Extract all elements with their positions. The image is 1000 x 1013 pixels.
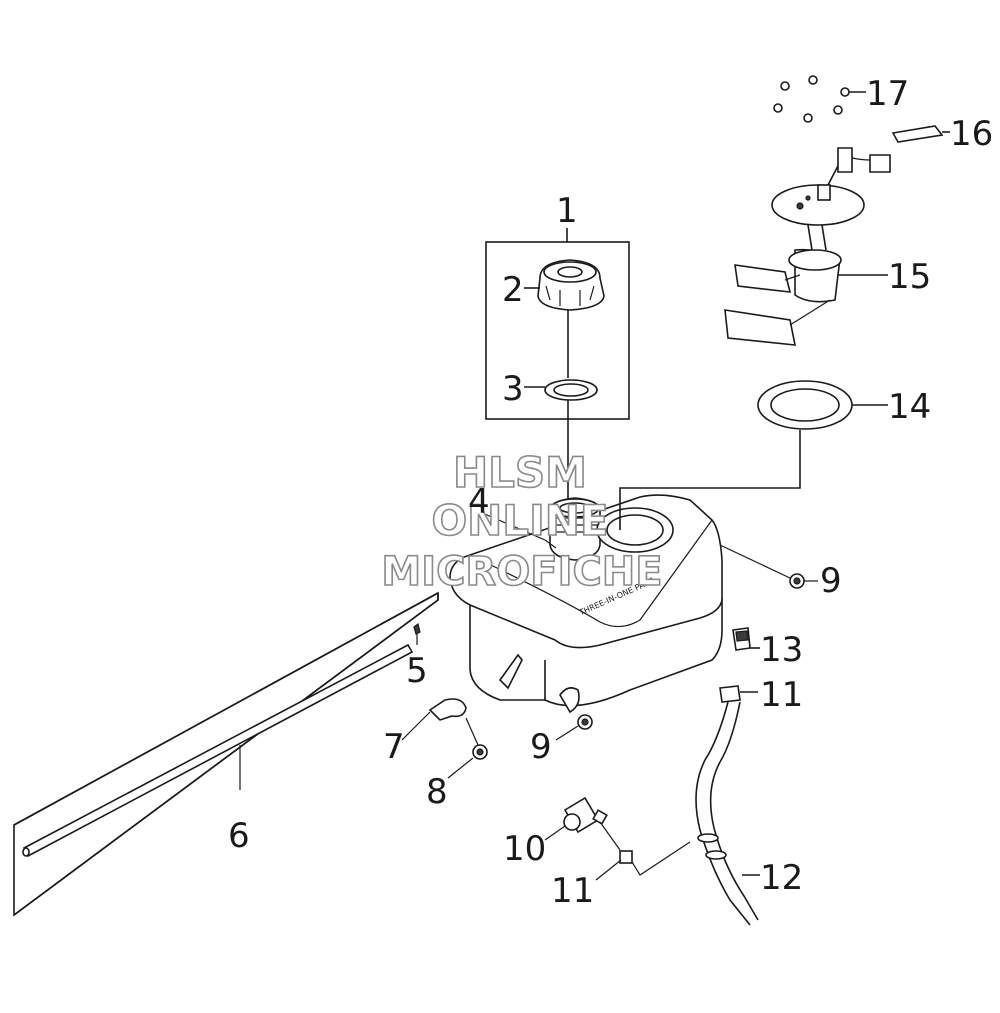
callouts: 1 2 3 4 5 6 7 8 9 9 10 11 11 12 13 14 15…	[228, 74, 993, 911]
callout-9-lower: 9	[530, 727, 552, 767]
callout-16: 16	[950, 114, 993, 154]
watermark-line-3: MICROFICHE	[381, 549, 662, 595]
callout-5: 5	[406, 651, 428, 691]
part-4-fuel-tank: THREE-IN-ONE PART	[449, 494, 723, 714]
callout-8: 8	[426, 772, 448, 812]
callout-13: 13	[760, 630, 803, 670]
part-1-cap-assembly-box	[485, 228, 630, 420]
callout-2: 2	[502, 270, 524, 310]
callout-4: 4	[468, 482, 490, 522]
callout-6: 6	[228, 816, 250, 856]
callout-3: 3	[502, 369, 524, 409]
part-9-bolt-lower	[555, 714, 593, 741]
callout-14: 14	[888, 387, 931, 427]
watermark-line-2: ONLINE	[431, 496, 608, 545]
callout-9-right: 9	[820, 561, 842, 601]
callout-7: 7	[383, 727, 405, 767]
part-7-clamp	[401, 698, 467, 741]
part-5-clip	[413, 622, 421, 645]
part-2-fuel-cap	[537, 259, 605, 378]
callout-1: 1	[556, 191, 578, 231]
part-16-label-plate	[891, 125, 950, 143]
callout-11-lower: 11	[551, 871, 594, 911]
part-8-bolt	[447, 717, 488, 779]
watermark: HLSM ONLINE MICROFICHE	[381, 447, 664, 596]
watermark-line-1: HLSM	[453, 448, 587, 497]
callout-10: 10	[503, 829, 546, 869]
callout-17: 17	[866, 74, 909, 114]
part-15-fuel-pump	[724, 147, 891, 346]
part-9-bolt-right	[719, 544, 818, 589]
callout-11-upper: 11	[760, 675, 803, 715]
part-14-pump-gasket	[619, 380, 888, 530]
part-11-clamp-upper	[719, 685, 758, 703]
part-3-cap-gasket	[544, 379, 598, 505]
part-12-fuel-hose	[695, 701, 760, 926]
part-10-connector	[544, 796, 621, 851]
part-13-hose-fitting	[732, 627, 760, 651]
part-17-screws	[773, 75, 866, 123]
part-6-fuel-rod	[13, 591, 439, 917]
callout-12: 12	[760, 858, 803, 898]
part-11-clamp-lower	[595, 841, 691, 881]
callout-15: 15	[888, 257, 931, 297]
leader-4b	[544, 539, 557, 549]
leader-4	[479, 511, 546, 541]
